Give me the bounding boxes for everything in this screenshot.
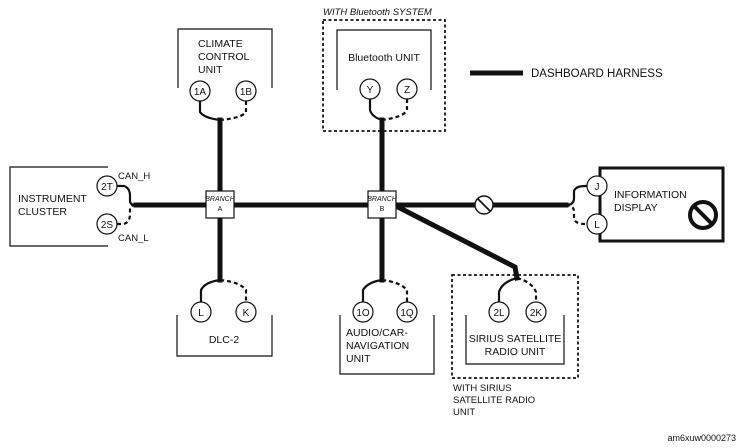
bluetooth-option-note: WITH Bluetooth SYSTEM [323,7,432,18]
climate-label-1: CLIMATE [198,38,243,50]
climate-label-2: CONTROL [198,51,249,63]
climate-can-l-wire [219,101,248,122]
pin-2s-label: 2S [101,220,114,231]
pin-1a-label: 1A [194,87,207,98]
can-h-signal-label: CAN_H [118,171,150,182]
sirius-label-2: RADIO UNIT [485,346,546,358]
branch-a-block [205,190,235,219]
dashboard-harness [133,117,569,283]
audio-can-l-wire [381,278,409,302]
information-display: INFORMATION DISPLAY J L [565,166,725,243]
sirius-label-1: SIRIUS SATELLITE [469,333,562,345]
branch-a-label-2: A [218,206,223,213]
pin-k-label: K [243,308,250,319]
audio-box [339,315,435,375]
open-circuit-icon [474,195,494,215]
display-can-l-wire [565,203,596,226]
dlc-label: DLC-2 [209,334,240,346]
instrument-cluster-label-1: INSTRUMENT [18,193,87,205]
bluetooth-can-l-wire [381,99,409,122]
audio-navigation-unit: 1O 1Q AUDIO/CAR- NAVIGATION UNIT [339,278,435,375]
pin-2k-label: 2K [530,308,543,319]
bluetooth-option-frame [322,19,446,132]
audio-label-1: AUDIO/CAR- [346,327,408,339]
pin-l-dlc [190,301,212,323]
dlc-2: L K DLC-2 [176,278,273,357]
sirius-box [465,315,565,365]
dlc-can-h-wire [199,278,221,302]
climate-control-unit: CLIMATE CONTROL UNIT 1A 1B [177,28,273,122]
sirius-can-h-wire [497,276,518,302]
branch-b-label-2: B [380,206,385,213]
pin-2t-label: 2T [101,182,113,193]
legend: DASHBOARD HARNESS [470,68,663,80]
sirius-option-note-3: UNIT [453,407,475,418]
information-display-label-1: INFORMATION [614,189,687,201]
branch-b-block [367,190,397,219]
climate-can-h-wire [198,101,221,122]
branch-b-sirius-run [390,201,520,281]
figure-reference: am6xuw0000273 [667,433,736,443]
audio-label-3: UNIT [346,353,371,365]
pin-1b-label: 1B [240,87,253,98]
legend-label: DASHBOARD HARNESS [531,68,663,80]
information-display-label-2: DISPLAY [614,202,658,214]
can-l-signal-label: CAN_L [118,233,149,244]
pin-1o [352,301,374,323]
pin-l-dlc-label: L [198,308,204,319]
pin-k [235,301,257,323]
bluetooth-unit: WITH Bluetooth SYSTEM Bluetooth UNIT Y Z [322,7,446,132]
instrument-cluster-label-2: CLUSTER [18,206,67,218]
sirius-can-l-wire [516,276,538,302]
dlc-box [176,315,273,357]
pin-2l-label: 2L [493,308,505,319]
climate-label-3: UNIT [198,64,223,76]
branch-a: BRANCH A [205,190,236,219]
cluster-can-l-wire [117,203,137,226]
climate-box [177,28,273,88]
pin-l-display [586,213,608,235]
pin-y-label: Y [367,85,374,96]
cluster-can-h-wire [117,184,137,207]
pin-j [586,175,608,197]
pin-z-label: Z [404,85,410,96]
information-display-box [598,166,725,243]
instrument-cluster: INSTRUMENT CLUSTER 2T 2S CAN_H CAN_L [9,166,150,247]
pin-2k [525,301,547,323]
display-can-h-wire [565,184,596,207]
sirius-option-note-2: SATELLITE RADIO [453,395,535,406]
pin-l-display-label: L [594,220,600,231]
bluetooth-box [336,29,432,90]
audio-can-h-wire [361,278,383,302]
sirius-option-note-1: WITH SIRIUS [453,383,512,394]
pin-1q [396,301,418,323]
instrument-cluster-box [9,166,108,247]
branch-b: BRANCH B [367,190,398,219]
pin-1q-label: 1Q [400,308,414,319]
dlc-can-l-wire [219,278,248,302]
sirius-option-frame [451,274,579,379]
prohibited-icon [688,200,718,230]
audio-label-2: NAVIGATION [346,340,409,352]
sirius-satellite-radio-unit: 2L 2K SIRIUS SATELLITE RADIO UNIT WITH S… [451,274,579,418]
branch-a-label-1: BRANCH [205,196,236,203]
pin-1o-label: 1O [356,308,370,319]
bluetooth-can-h-wire [368,99,383,122]
bluetooth-label: Bluetooth UNIT [348,52,420,64]
branch-b-label-1: BRANCH [367,196,398,203]
pin-j-label: J [595,182,600,193]
pin-2l [488,301,510,323]
